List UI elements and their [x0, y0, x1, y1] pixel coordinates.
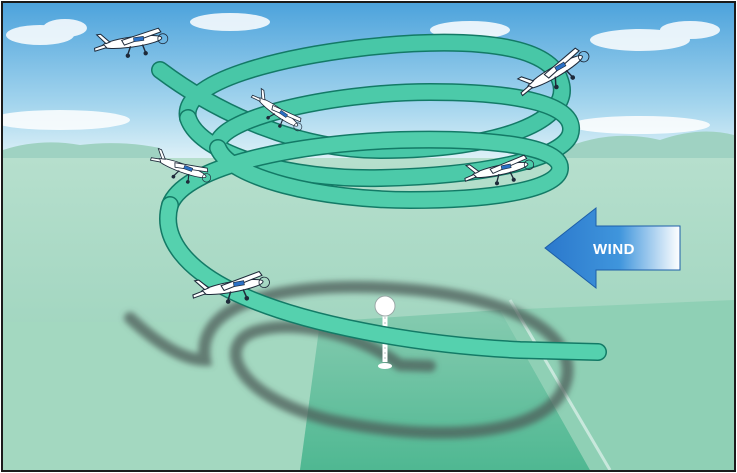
wind-arrow: WIND	[544, 206, 681, 290]
flight-path-ribbon	[151, 33, 607, 361]
ground-track-shadow	[124, 280, 574, 439]
clouds	[0, 13, 720, 134]
wind-label: WIND	[593, 241, 635, 258]
reference-pylon	[374, 295, 396, 369]
